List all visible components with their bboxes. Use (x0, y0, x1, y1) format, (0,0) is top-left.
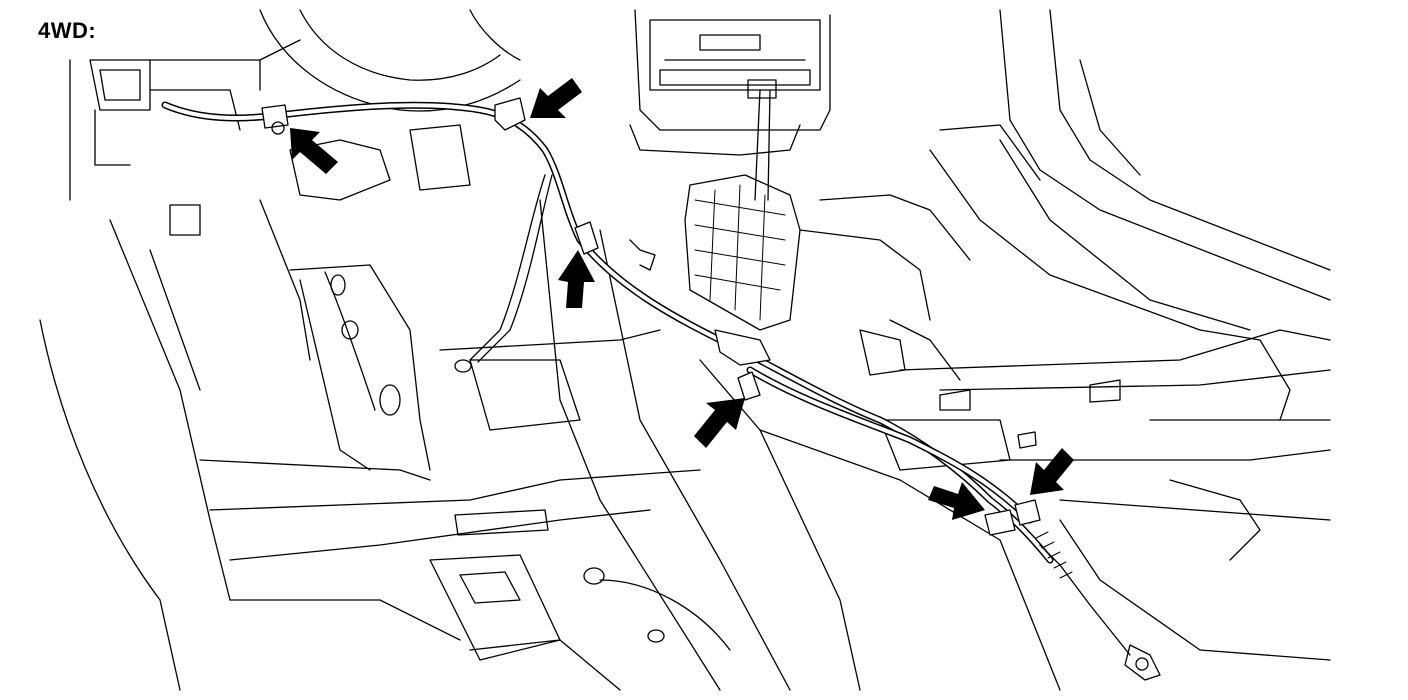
right-floor (899, 9, 1331, 661)
center-console (629, 9, 971, 381)
dashboard-outline (69, 9, 521, 236)
clamp-arrow-left-upper (290, 128, 338, 174)
diagram-label: 4WD: (38, 18, 97, 43)
clamp-arrow-center (694, 398, 745, 448)
brake-cable (161, 101, 1161, 681)
left-floor (39, 199, 701, 691)
clamp-arrow-mid-left (558, 250, 595, 308)
clamp-arrow-top-center (530, 78, 582, 118)
clamp-arrow-right-b (1030, 448, 1074, 495)
clamp-arrow-right-a (928, 482, 985, 520)
cable-clamps (261, 97, 1041, 536)
floor-tunnel (229, 199, 1061, 691)
